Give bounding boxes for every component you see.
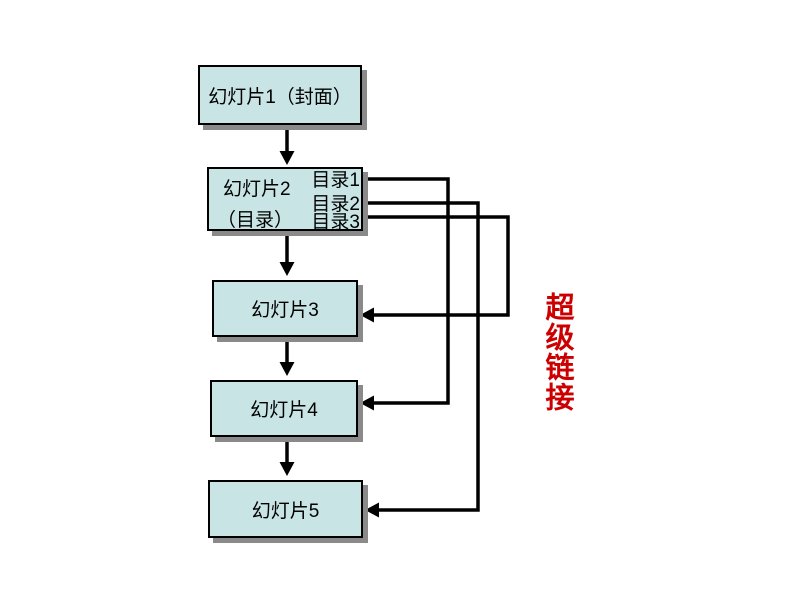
hyperlink-line-toc2-to-slide5 [362, 201, 480, 518]
flow-arrow-slide2-to-slide3 [279, 235, 295, 276]
slide2-subtitle: （目录） [217, 210, 294, 231]
slide4-label: 幻灯片4 [250, 400, 318, 421]
slide4-box: 幻灯片4 [210, 380, 358, 437]
flow-arrow-slide3-to-slide4 [279, 341, 295, 376]
hyperlink-line-toc1-to-slide4 [360, 177, 450, 411]
slide1-label: 幻灯片1（封面） [208, 86, 352, 108]
slide2-text-column: 幻灯片2 （目录） [217, 169, 313, 231]
slide5-box: 幻灯片5 [208, 480, 363, 538]
toc-item-1: 目录1 [311, 170, 360, 191]
slide2-title: 幻灯片2 [223, 179, 291, 200]
slide3-box: 幻灯片3 [212, 280, 358, 337]
flow-arrow-slide4-to-slide5 [279, 441, 295, 476]
slide2-toc-column: 目录1 目录2 目录3 [306, 169, 360, 233]
toc-item-3: 目录3 [311, 212, 360, 233]
flow-arrow-slide1-to-slide2 [279, 129, 295, 165]
slide1-box: 幻灯片1（封面） [198, 65, 362, 125]
slide2-box: 幻灯片2 （目录） 目录1 目录2 目录3 [207, 167, 363, 233]
slide5-label: 幻灯片5 [251, 500, 320, 522]
toc-item-2: 目录2 [311, 194, 360, 215]
hyperlink-line-toc3-to-slide3 [360, 215, 510, 323]
hyperlink-annotation: 超级链接 [541, 292, 573, 412]
slide3-label: 幻灯片3 [251, 300, 319, 321]
